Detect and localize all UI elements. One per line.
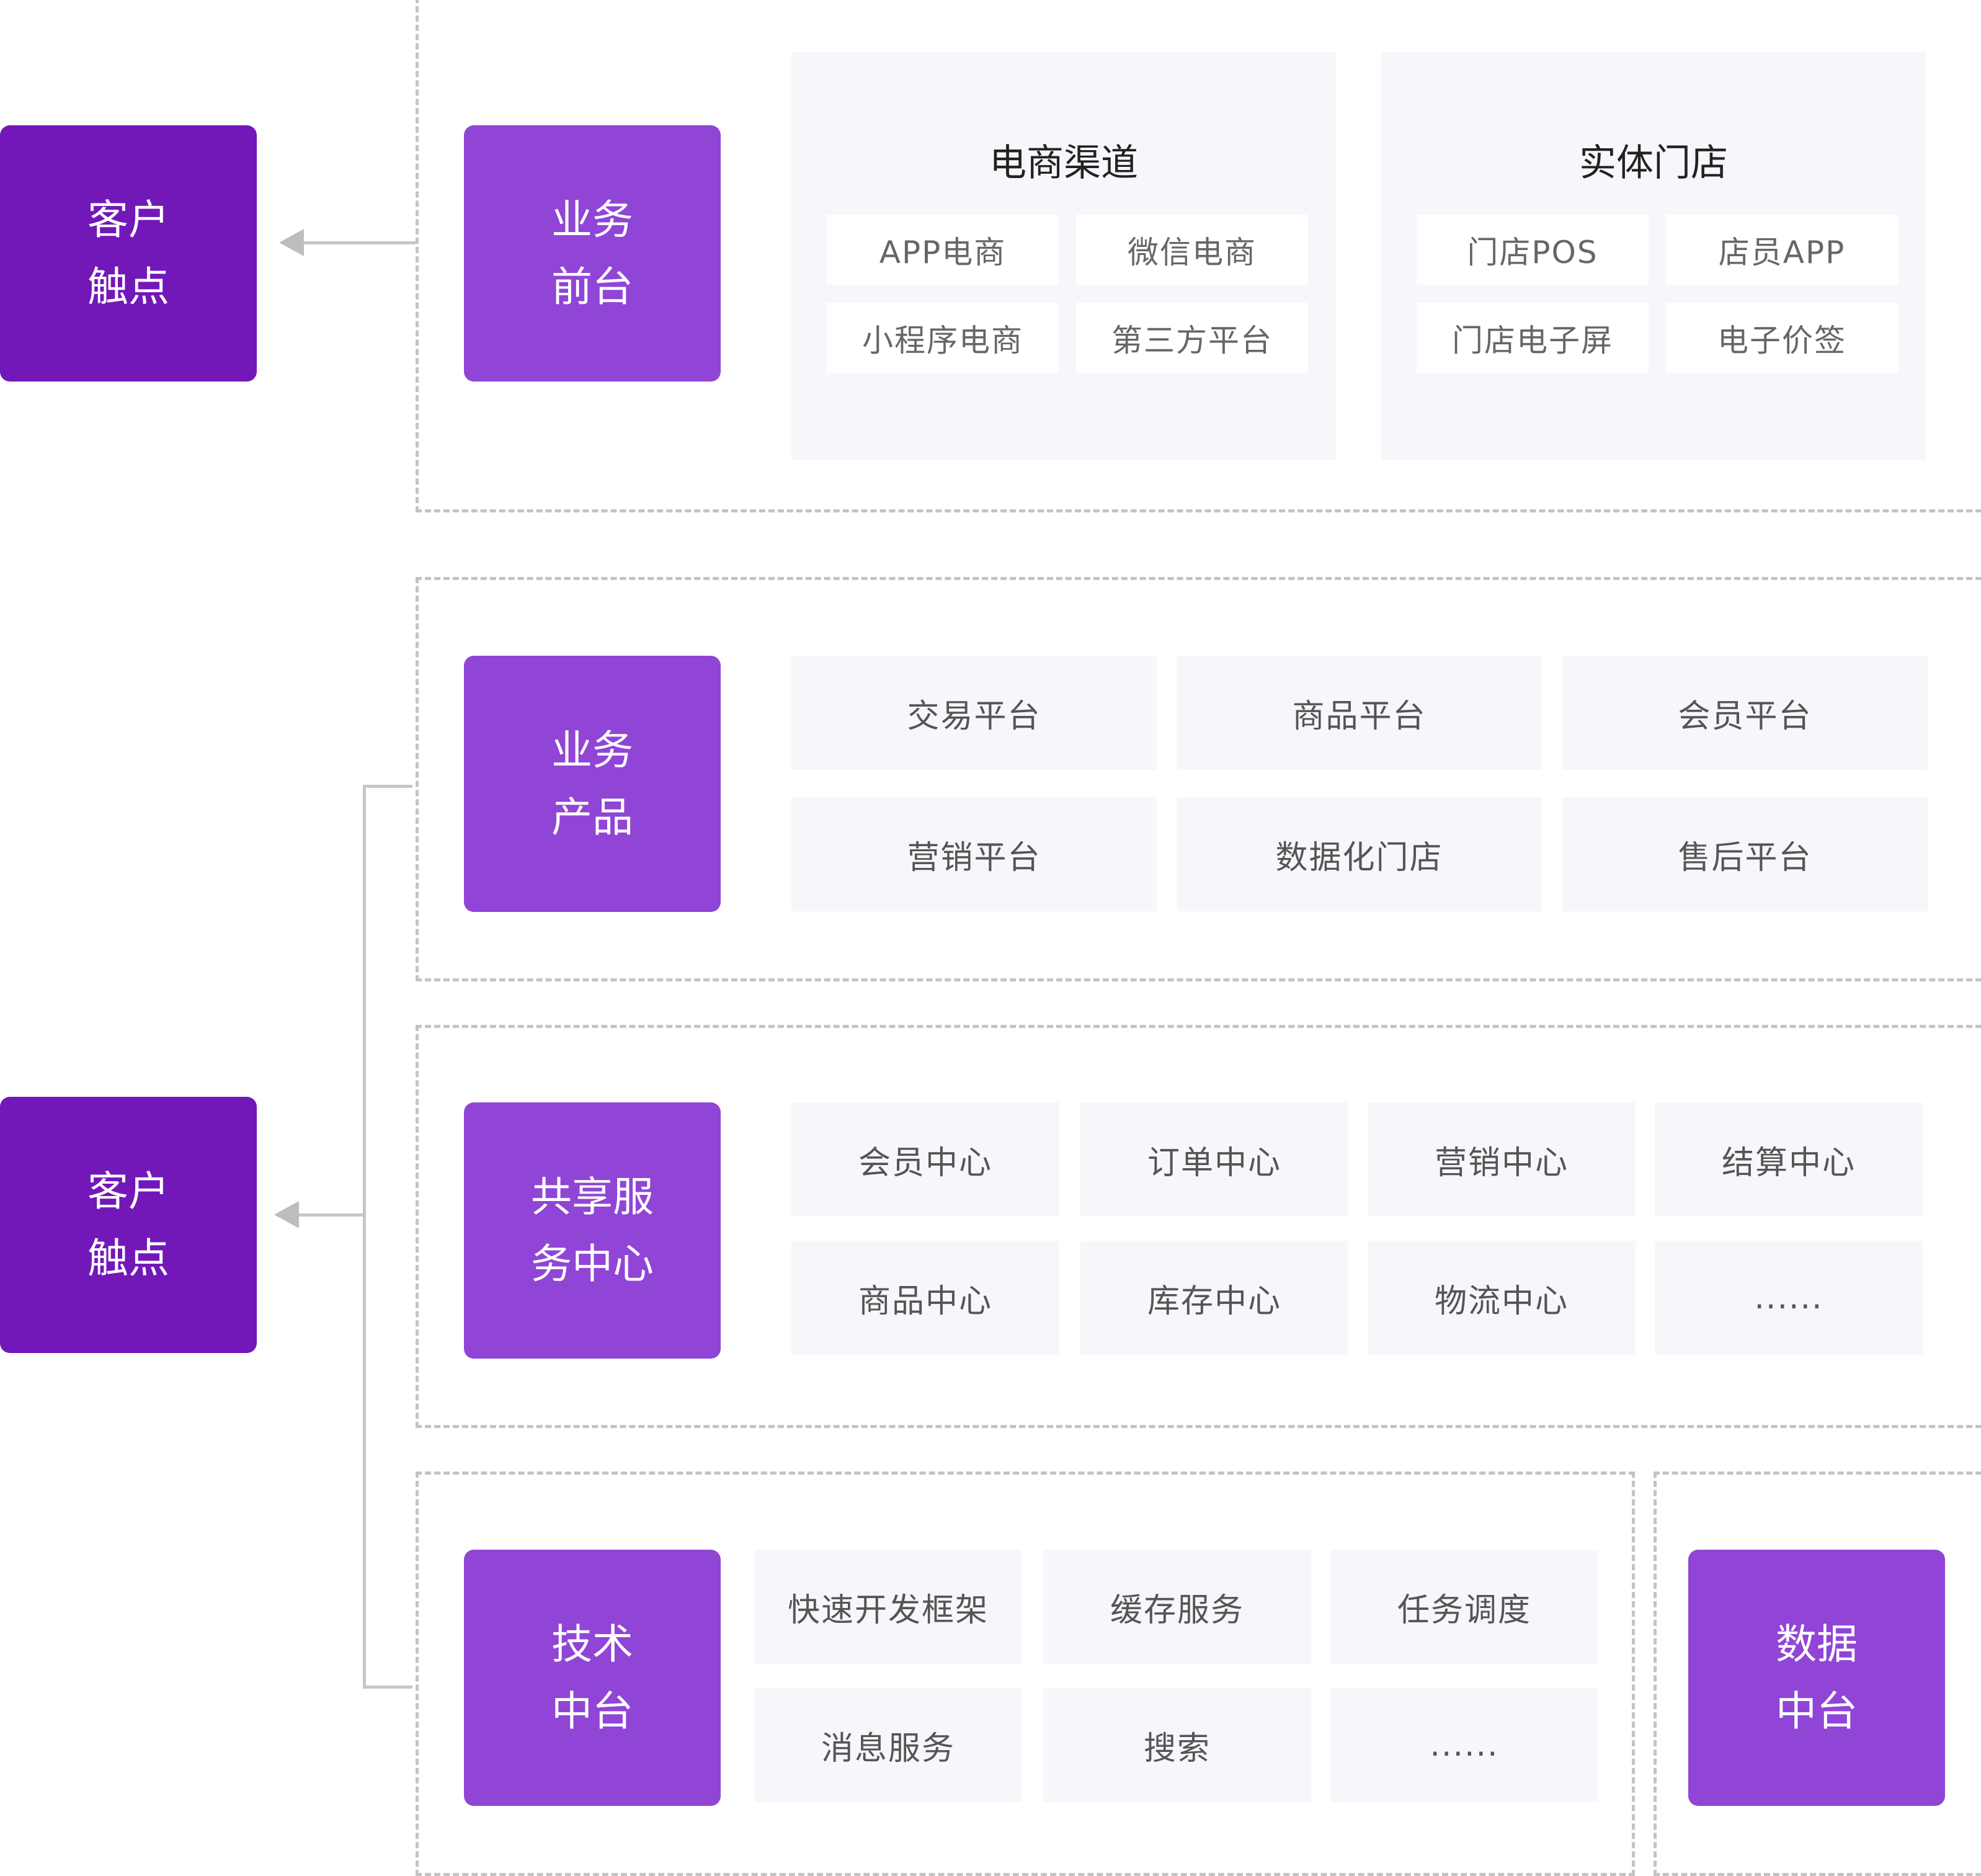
shared-item: 营销中心	[1368, 1102, 1636, 1217]
tech-box: 技术 中台	[464, 1550, 721, 1806]
frontend-box-label: 业务 前台	[551, 195, 633, 311]
tech-box-label: 技术 中台	[551, 1620, 633, 1735]
bottom-arrow-icon	[274, 1201, 299, 1228]
ecommerce-item: 微信电商	[1076, 215, 1308, 285]
ecommerce-item: 小程序电商	[827, 303, 1059, 373]
data-section	[1654, 1472, 1981, 1876]
shared-section	[416, 1025, 1981, 1428]
tech-item: 搜索	[1043, 1688, 1311, 1802]
shared-box-label: 共享服 务中心	[531, 1172, 654, 1288]
product-item: 会员平台	[1562, 656, 1928, 770]
data-box-label: 数据 中台	[1776, 1620, 1858, 1735]
shared-item: 订单中心	[1080, 1102, 1348, 1217]
product-item: 商品平台	[1177, 656, 1542, 770]
tech-item: 消息服务	[754, 1688, 1022, 1802]
bottom-connector-line	[298, 1213, 366, 1217]
product-item: 数据化门店	[1177, 797, 1542, 911]
products-box-label: 业务 产品	[551, 726, 633, 841]
physical-store-panel-title: 实体门店	[1579, 141, 1728, 185]
tech-section	[416, 1472, 1635, 1876]
store-item: 门店POS	[1417, 215, 1649, 285]
bracket-bottom-tick	[363, 1686, 412, 1689]
customer-touch-bottom: 客户 触点	[0, 1097, 257, 1353]
bracket-vertical-line	[363, 785, 366, 1689]
shared-item: 会员中心	[791, 1102, 1059, 1217]
data-box: 数据 中台	[1688, 1550, 1945, 1806]
ecommerce-item: APP电商	[827, 215, 1059, 285]
tech-item: 缓存服务	[1043, 1550, 1311, 1664]
frontend-box: 业务 前台	[464, 125, 721, 382]
ecommerce-item: 第三方平台	[1076, 303, 1308, 373]
customer-touch-top: 客户 触点	[0, 125, 257, 382]
tech-item: 快速开发框架	[754, 1550, 1022, 1664]
tech-item: 任务调度	[1330, 1550, 1598, 1664]
customer-touch-bottom-label: 客户 触点	[87, 1167, 169, 1282]
shared-box: 共享服 务中心	[464, 1102, 721, 1359]
customer-touch-top-label: 客户 触点	[87, 195, 169, 311]
ecommerce-panel-title: 电商渠道	[989, 141, 1138, 185]
top-arrow-icon	[279, 229, 304, 256]
shared-item: 商品中心	[791, 1241, 1059, 1355]
frontend-section	[416, 0, 1981, 512]
bracket-top-tick	[363, 785, 412, 788]
shared-item: 结算中心	[1655, 1102, 1923, 1217]
product-item: 交易平台	[791, 656, 1157, 770]
shared-item: 物流中心	[1368, 1241, 1636, 1355]
store-item: 门店电子屏	[1417, 303, 1649, 373]
tech-item: ......	[1330, 1688, 1598, 1802]
product-item: 售后平台	[1562, 797, 1928, 911]
ecommerce-panel: 电商渠道 APP电商 微信电商 小程序电商 第三方平台	[791, 52, 1336, 460]
store-item: 电子价签	[1666, 303, 1898, 373]
product-item: 营销平台	[791, 797, 1157, 911]
physical-store-panel: 实体门店 门店POS 店员APP 门店电子屏 电子价签	[1381, 52, 1926, 460]
products-box: 业务 产品	[464, 656, 721, 912]
shared-item: 库存中心	[1080, 1241, 1348, 1355]
store-item: 店员APP	[1666, 215, 1898, 285]
products-section	[416, 577, 1981, 981]
shared-item: ......	[1655, 1241, 1923, 1355]
top-connector-line	[303, 241, 416, 244]
